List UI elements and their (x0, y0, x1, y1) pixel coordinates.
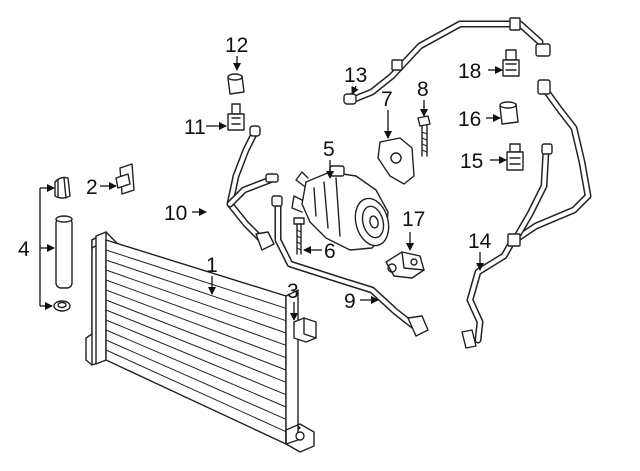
callout-6: 6 (324, 240, 336, 263)
condenser-fin (105, 319, 287, 396)
callout-11: 11 (184, 116, 206, 139)
callout-8: 8 (417, 78, 429, 101)
leader-lines (39, 56, 507, 321)
condenser-fin (105, 349, 287, 433)
hose-10 (226, 125, 279, 251)
hose-13 (343, 17, 551, 105)
callout-16: 16 (458, 108, 481, 131)
callout-9: 9 (344, 290, 356, 313)
bolt-6 (293, 217, 305, 255)
condenser-fin (105, 339, 287, 420)
condenser-fin (105, 329, 287, 408)
bracket-clip (115, 163, 135, 195)
switch-18 (502, 49, 520, 77)
callout-5: 5 (323, 138, 335, 161)
callout-2: 2 (86, 176, 98, 199)
callout-4: 4 (18, 238, 30, 261)
receiver-drier (53, 176, 73, 312)
condenser (85, 231, 315, 453)
callout-14: 14 (468, 230, 492, 253)
callout-12: 12 (225, 34, 248, 57)
condenser-fin (105, 299, 287, 371)
condenser-fin (105, 309, 287, 383)
callout-labels: 1 2 3 4 5 6 7 8 9 10 11 12 13 14 15 16 1… (18, 34, 492, 313)
condenser-fin (105, 279, 287, 346)
condenser-fin (105, 289, 287, 359)
hose-9 (271, 195, 429, 337)
hose-14 (461, 79, 592, 349)
hose-bracket (385, 251, 425, 279)
condenser-fin (105, 259, 287, 322)
switch-11 (227, 103, 245, 131)
callout-1: 1 (206, 254, 218, 277)
callout-10: 10 (164, 202, 187, 225)
callout-13: 13 (344, 64, 367, 87)
callout-3: 3 (287, 280, 299, 303)
callout-7: 7 (381, 88, 393, 111)
callout-15: 15 (460, 150, 483, 173)
callout-18: 18 (458, 60, 481, 83)
cap-16 (499, 101, 519, 125)
condenser-fin (105, 249, 287, 309)
compressor (291, 165, 390, 251)
compressor-bracket (377, 137, 415, 185)
mount-bracket (293, 317, 317, 343)
callout-17: 17 (402, 208, 425, 231)
cap-12 (227, 73, 245, 95)
condenser-fin (105, 269, 287, 334)
switch-15 (506, 143, 524, 171)
bolt-8 (417, 115, 431, 157)
